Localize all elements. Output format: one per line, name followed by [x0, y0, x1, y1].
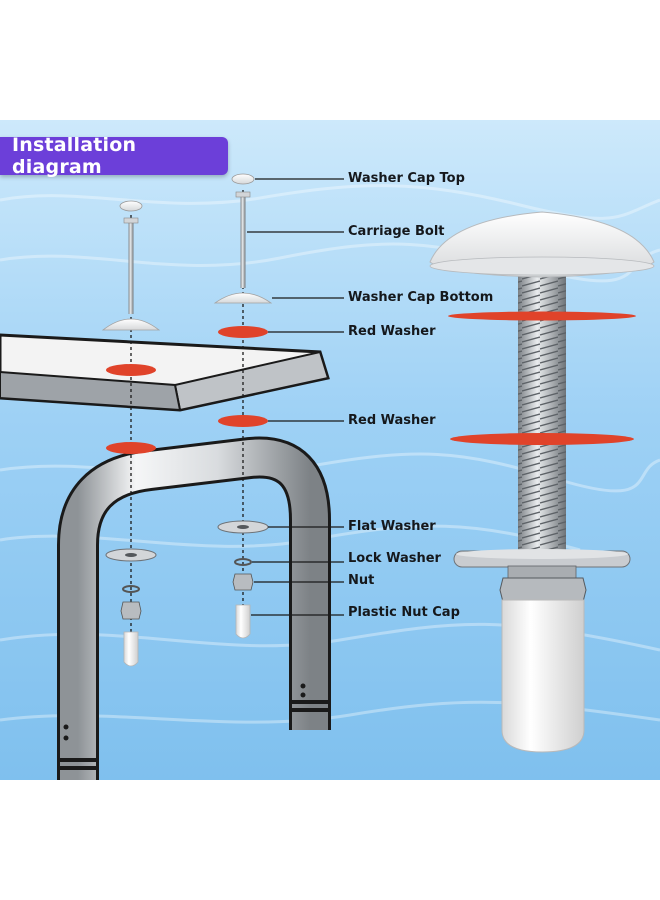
label-plastic-nut-cap: Plastic Nut Cap: [348, 605, 460, 620]
label-flat-washer: Flat Washer: [348, 519, 436, 534]
label-red-washer-lower: Red Washer: [348, 413, 436, 428]
diagram-title: Installation diagram: [12, 134, 137, 178]
label-red-washer-upper: Red Washer: [348, 324, 436, 339]
toilet-bowl-pipe: [57, 436, 331, 780]
label-nut: Nut: [348, 573, 375, 588]
title-badge: Installation diagram: [0, 134, 228, 178]
label-washer-cap-bottom: Washer Cap Bottom: [348, 290, 494, 305]
toilet-seat-board: [0, 333, 330, 412]
leader-lines: [247, 178, 344, 616]
right-exploded-assembly: [213, 173, 273, 639]
label-washer-cap-top: Washer Cap Top: [348, 171, 465, 186]
diagram-illustration: [0, 120, 660, 780]
label-carriage-bolt: Carriage Bolt: [348, 224, 445, 239]
bolt-closeup: [429, 211, 655, 753]
label-lock-washer: Lock Washer: [348, 551, 441, 566]
left-exploded-assembly: [101, 200, 161, 667]
